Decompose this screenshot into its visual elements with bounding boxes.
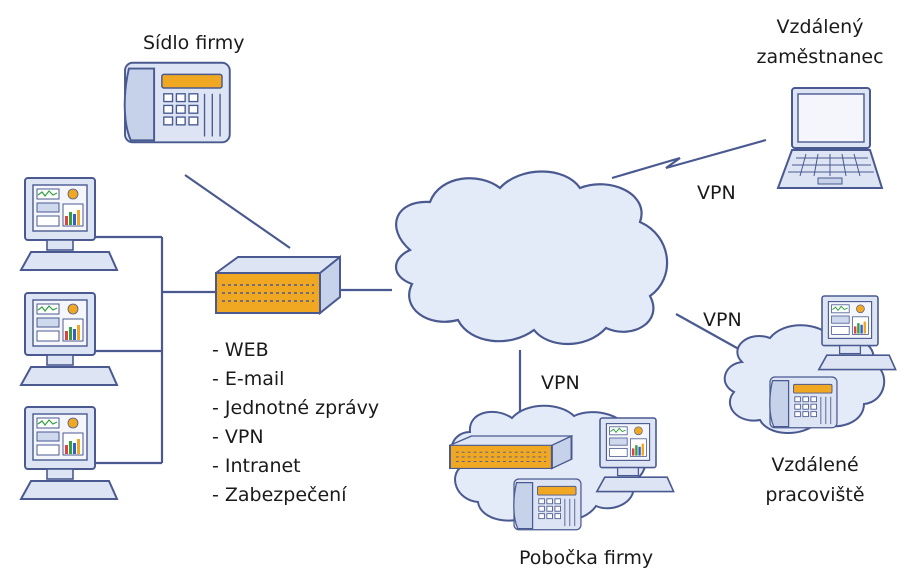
service-item: - E-mail xyxy=(212,368,285,390)
hq-pc-1-icon xyxy=(20,177,118,271)
service-item: - Zabezpečení xyxy=(212,484,347,506)
hq-pc-2-icon xyxy=(20,292,118,386)
hq-pc-3-icon xyxy=(20,406,118,500)
branch-router-icon xyxy=(449,435,573,470)
branch-phone-icon xyxy=(513,478,582,531)
remote-phone-icon xyxy=(769,376,838,429)
service-item: - Intranet xyxy=(212,455,301,477)
label-headquarters: Sídlo firmy xyxy=(143,32,245,54)
label-remote-sites-line2: pracoviště xyxy=(765,484,865,506)
branch-pc-icon xyxy=(595,417,675,493)
service-item: - WEB xyxy=(212,339,269,361)
label-vpn-branch: VPN xyxy=(541,372,580,394)
label-remote-sites: Vzdálené pracoviště xyxy=(760,453,870,507)
internet-cloud xyxy=(394,170,669,346)
label-remote-employee-line1: Vzdálený xyxy=(776,16,864,38)
label-remote-employee-line2: zaměstnanec xyxy=(756,46,884,68)
label-remote-sites-line1: Vzdálené xyxy=(771,454,859,476)
laptop-icon xyxy=(776,87,884,189)
remote-pc-icon xyxy=(817,295,897,371)
label-remote-employee: Vzdálený zaměstnanec xyxy=(756,15,884,69)
services-list: - WEB - E-mail - Jednotné zprávy - VPN -… xyxy=(212,336,379,510)
service-item: - VPN xyxy=(212,426,264,448)
label-vpn-laptop: VPN xyxy=(697,182,736,204)
link-cloud-laptop-vpn xyxy=(611,138,767,180)
link-hq-phone-router xyxy=(184,174,291,249)
service-item: - Jednotné zprávy xyxy=(212,397,380,419)
label-branch: Pobočka firmy xyxy=(519,547,654,569)
label-vpn-remote-sites: VPN xyxy=(703,309,742,331)
hq-router-icon xyxy=(215,256,341,314)
hq-phone-icon xyxy=(123,61,231,144)
